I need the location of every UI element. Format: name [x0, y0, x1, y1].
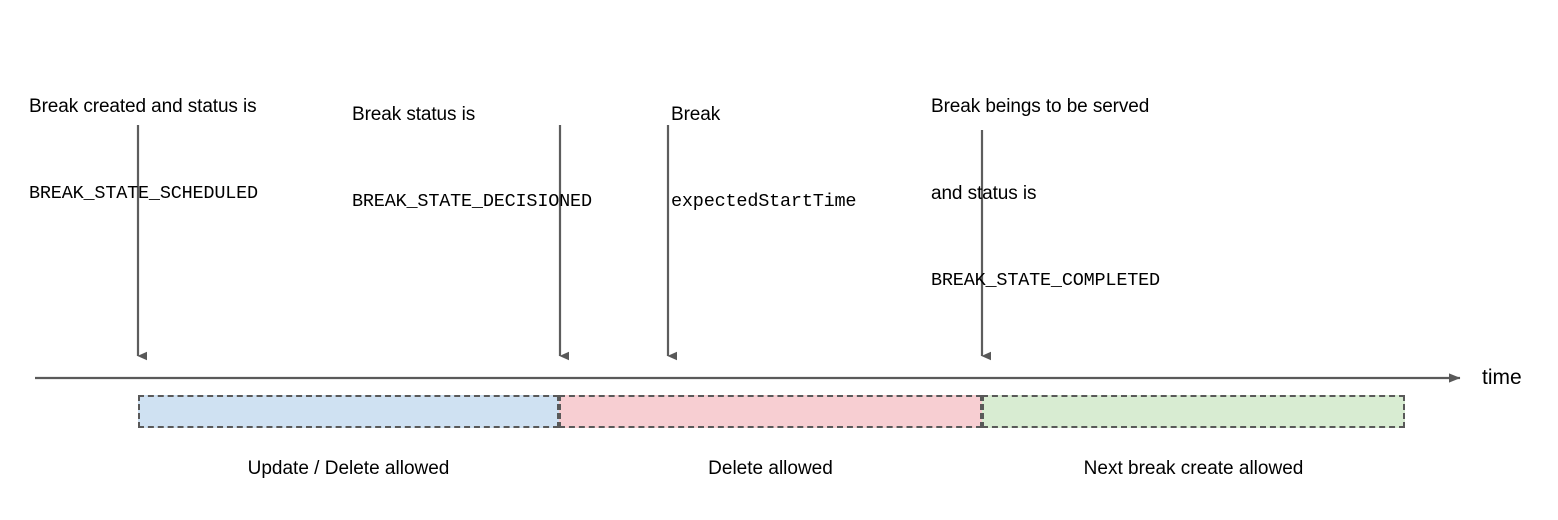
annotation-line: Break created and status is [29, 96, 257, 117]
annotation-line: and status is [931, 183, 1037, 204]
phase-caption-update-delete: Update / Delete allowed [247, 458, 450, 479]
annotation-break-expected-start-time: Break expectedStartTime [671, 42, 857, 245]
annotation-break-completed: Break beings to be served and status is … [931, 34, 1160, 324]
annotation-line-state: BREAK_STATE_SCHEDULED [29, 183, 258, 204]
phase-bar-update-delete [138, 395, 559, 428]
phase-bar-delete-only [559, 395, 982, 428]
annotation-line-state: BREAK_STATE_COMPLETED [931, 270, 1160, 291]
phase-bar-next-break-create [982, 395, 1405, 428]
annotation-break-decisioned: Break status is BREAK_STATE_DECISIONED [352, 42, 592, 245]
time-axis-label: time [1482, 366, 1522, 389]
annotation-break-created: Break created and status is BREAK_STATE_… [29, 34, 258, 237]
phase-caption-next-break-create: Next break create allowed [1083, 458, 1304, 479]
annotation-line: Break [671, 104, 721, 125]
phase-caption-delete-only: Delete allowed [708, 458, 833, 479]
annotation-line: Break beings to be served [931, 96, 1150, 117]
annotation-line-state: BREAK_STATE_DECISIONED [352, 191, 592, 212]
annotation-line: Break status is [352, 104, 476, 125]
annotation-line-field: expectedStartTime [671, 191, 857, 212]
